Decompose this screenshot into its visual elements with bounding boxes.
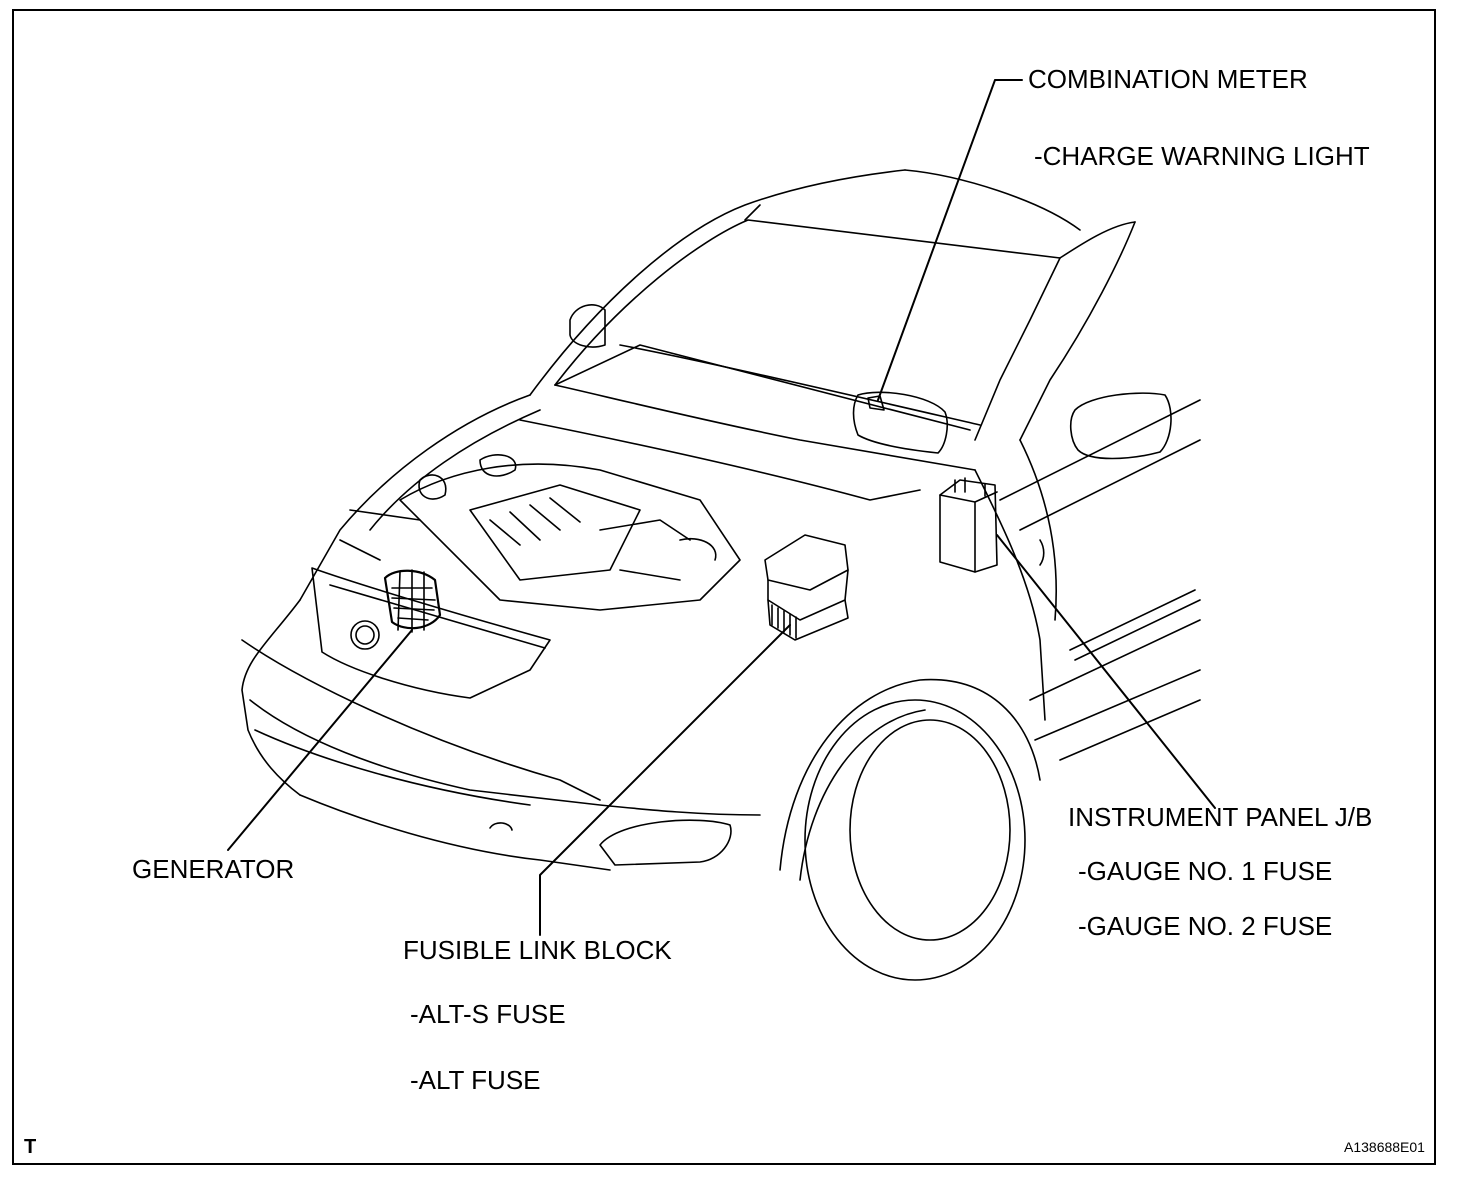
leader-fusible-link-block <box>539 624 791 936</box>
label-charge-warning-light: -CHARGE WARNING LIGHT <box>1034 141 1370 171</box>
label-alt-s-fuse: -ALT-S FUSE <box>410 999 566 1029</box>
label-instrument-panel-jb: INSTRUMENT PANEL J/B <box>1068 802 1373 832</box>
leader-generator <box>227 629 413 851</box>
leader-combination-meter <box>877 79 1023 401</box>
label-gauge-no1-fuse: -GAUGE NO. 1 FUSE <box>1078 856 1333 886</box>
diagram-frame <box>12 9 1436 1165</box>
grille <box>311 567 551 699</box>
label-generator: GENERATOR <box>132 854 295 884</box>
leader-lines <box>227 79 1216 936</box>
figure-code: A138688E01 <box>1344 1139 1425 1155</box>
label-combination-meter: COMBINATION METER <box>1028 64 1308 94</box>
left-mirror <box>569 304 606 348</box>
corner-tag: T <box>24 1136 37 1158</box>
hood-outline <box>241 384 976 871</box>
label-alt-fuse: -ALT FUSE <box>410 1065 541 1095</box>
leader-instrument-panel-jb <box>996 534 1216 809</box>
roof-outline <box>529 169 1136 441</box>
generator-part <box>383 569 442 633</box>
instrument-panel-jb-part <box>939 477 998 573</box>
front-wheel <box>779 678 1041 981</box>
bumper <box>249 699 761 866</box>
label-fusible-link-block: FUSIBLE LINK BLOCK <box>403 935 672 965</box>
fusible-link-block-part <box>764 534 849 641</box>
engine-bay <box>339 454 741 611</box>
side-body <box>974 399 1201 761</box>
combination-meter-part <box>852 391 948 454</box>
label-gauge-no2-fuse: -GAUGE NO. 2 FUSE <box>1078 911 1333 941</box>
right-mirror <box>1069 392 1172 460</box>
